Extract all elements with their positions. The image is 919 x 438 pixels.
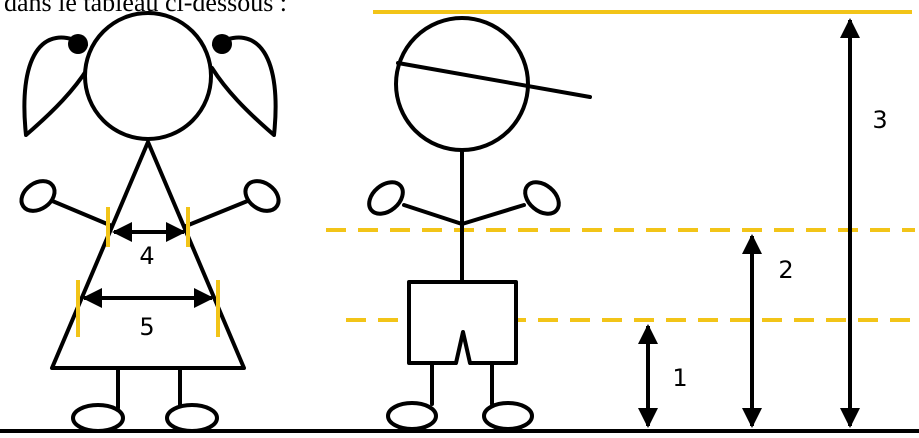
girl-stick-figure: [19, 11, 281, 433]
caption-text: dans le tableau ci-dessous :: [4, 0, 288, 17]
girl-left-foot: [71, 403, 125, 433]
girl-right-pigtail: [210, 35, 278, 137]
label-1: 1: [672, 364, 687, 392]
boy-right-foot: [482, 401, 534, 431]
girl-dress: [50, 140, 246, 370]
boy-cap-brim: [396, 61, 592, 99]
label-2: 2: [778, 256, 793, 284]
boy-left-foot: [386, 401, 438, 431]
boy-stick-figure: [367, 16, 592, 431]
girl-measure-ticks: [76, 207, 220, 337]
girl-right-hand: [243, 179, 281, 213]
girl-right-foot: [165, 403, 219, 433]
boy-right-hand: [523, 180, 561, 216]
label-5: 5: [139, 313, 154, 341]
girl-left-hand: [19, 179, 57, 213]
label-3: 3: [872, 106, 887, 134]
boy-left-hand: [367, 180, 405, 216]
girl-left-pigtail: [22, 35, 90, 137]
label-4: 4: [139, 242, 154, 270]
boy-shorts: [407, 280, 518, 365]
girl-head: [83, 11, 213, 141]
